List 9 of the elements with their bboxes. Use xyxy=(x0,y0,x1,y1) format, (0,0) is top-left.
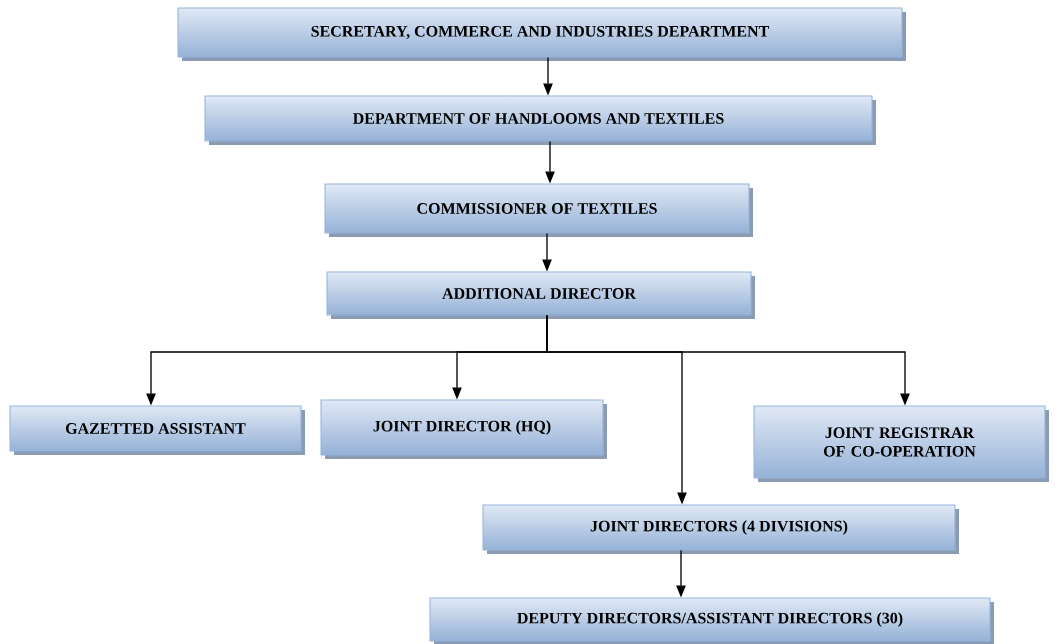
title-box: JOINT DIRECTOR (HQ) xyxy=(320,399,607,459)
title-box: GAZETTED ASSISTANT xyxy=(9,405,305,455)
title-box: JOINT REGISTRAR OF CO-OPERATION xyxy=(753,405,1049,482)
title-box: DEPARTMENT OF HANDLOOMS AND TEXTILES xyxy=(204,95,876,145)
title-box: DEPUTY DIRECTORS/ASSISTANT DIRECTORS (30) xyxy=(429,597,994,644)
title-box: ADDITIONAL DIRECTOR xyxy=(326,271,755,319)
title-box: JOINT DIRECTORS (4 DIVISIONS) xyxy=(482,504,959,554)
title-box: SECRETARY, COMMERCE AND INDUSTRIES DEPARTMENT xyxy=(177,7,906,61)
title-box: COMMISSIONER OF TEXTILES xyxy=(324,183,753,237)
